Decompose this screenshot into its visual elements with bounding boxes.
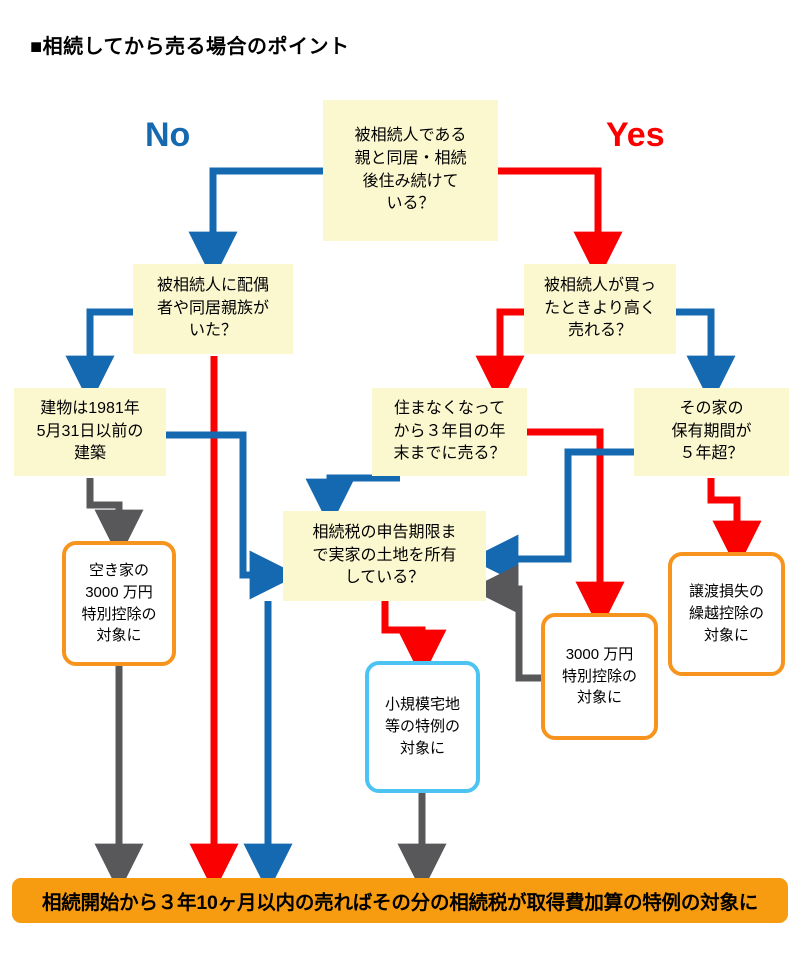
node-result-small-residential-land[interactable]: 小規模宅地 等の特例の 対象に xyxy=(365,661,480,793)
edge-built-to-landown xyxy=(166,431,299,600)
node-question-vacant-three-years[interactable]: 住まなくなって から３年目の年 末までに売る？ xyxy=(372,388,527,476)
node-result-loss-carryover[interactable]: 譲渡損失の 繰越控除の 対象に xyxy=(668,552,785,676)
bottom-banner: 相続開始から３年10ヶ月以内の売ればその分の相続税が取得費加算の特例の対象に xyxy=(12,878,788,923)
page-title: ■相続してから売る場合のポイント xyxy=(30,36,350,58)
edge-root-to-price xyxy=(498,167,623,281)
edge-root-to-spouse xyxy=(188,167,323,281)
branch-label-yes: Yes xyxy=(606,116,665,154)
edge-vacant3y-to-landown xyxy=(305,474,400,528)
edge-r3000-to-landown xyxy=(469,564,541,682)
edge-built-to-akiya xyxy=(86,478,144,559)
edge-vacant3y-to-r3000 xyxy=(527,428,625,631)
node-question-built-year[interactable]: 建物は1981年 5月31日以前の 建築 xyxy=(14,388,166,476)
node-question-root[interactable]: 被相続人である 親と同居・相続 後住み続けて いる？ xyxy=(323,100,498,241)
node-result-3000man-deduction[interactable]: 3000 万円 特別控除の 対象に xyxy=(541,613,658,740)
edge-price-to-vacant3y xyxy=(475,308,525,405)
edge-spouse-to-built xyxy=(65,308,133,405)
node-question-spouse[interactable]: 被相続人に配偶 者や同居親族が いた？ xyxy=(133,264,293,354)
branch-label-no: No xyxy=(145,116,191,154)
edge-holding-to-loss xyxy=(707,478,762,570)
node-question-price[interactable]: 被相続人が買っ たときより高く 売れる？ xyxy=(524,264,676,354)
edge-price-to-holding xyxy=(676,308,736,405)
edge-landown-to-small xyxy=(381,601,447,679)
node-question-land-ownership[interactable]: 相続税の申告期限ま で実家の土地を所有 している？ xyxy=(283,511,486,601)
node-question-holding-period[interactable]: その家の 保有期間が ５年超？ xyxy=(634,388,789,476)
node-result-akiya-deduction[interactable]: 空き家の 3000 万円 特別控除の 対象に xyxy=(62,541,176,666)
